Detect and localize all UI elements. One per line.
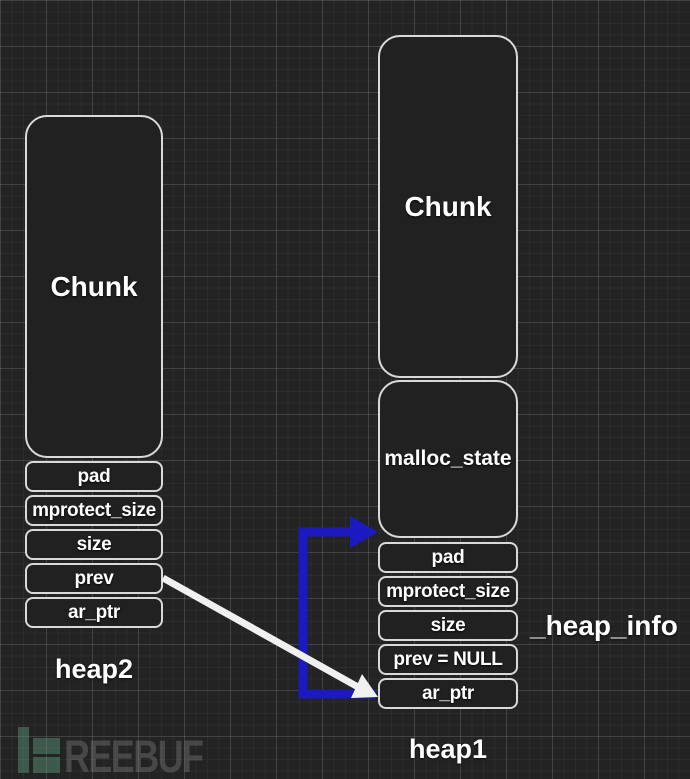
heap2-row-size-label: size bbox=[76, 533, 112, 555]
heap2-row-mprotect-size: mprotect_size bbox=[25, 495, 163, 526]
freebuf-watermark-text: REEBUF bbox=[64, 731, 204, 779]
heap1-chunk-label: Chunk bbox=[404, 190, 492, 222]
prev-to-arptr-arrow-head bbox=[351, 674, 378, 698]
freebuf-logo-block-top-icon bbox=[33, 738, 60, 754]
heap1-row-ar-ptr-label: ar_ptr bbox=[421, 682, 475, 704]
heap1-row-size-label: size bbox=[430, 614, 466, 636]
heap2-row-mprotect-size-label: mprotect_size bbox=[32, 499, 156, 521]
freebuf-logo-block-bottom-icon bbox=[33, 757, 60, 773]
heap1-row-mprotect-size-label: mprotect_size bbox=[386, 580, 510, 602]
heap2-row-ar-ptr: ar_ptr bbox=[25, 597, 163, 628]
heap2-row-size: size bbox=[25, 529, 163, 560]
heap2-chunk-label: Chunk bbox=[50, 270, 138, 302]
freebuf-logo-bar-icon bbox=[18, 727, 29, 773]
heap2-caption: heap2 bbox=[54, 654, 134, 684]
heap2-row-pad-label: pad bbox=[77, 465, 111, 487]
arptr-to-mallocstate-arrow-head bbox=[350, 516, 378, 548]
heap1-malloc-state-label: malloc_state bbox=[384, 447, 512, 470]
heap1-row-size: size bbox=[378, 610, 518, 641]
heap1-caption: heap1 bbox=[408, 734, 488, 764]
heap1-malloc-state-box: malloc_state bbox=[378, 380, 518, 538]
heap2-row-prev: prev bbox=[25, 563, 163, 594]
heap2-row-prev-label: prev bbox=[74, 567, 114, 589]
heap1-chunk-box: Chunk bbox=[378, 35, 518, 378]
heap2-chunk-box: Chunk bbox=[25, 115, 163, 458]
heap1-row-pad: pad bbox=[378, 542, 518, 573]
prev-to-arptr-arrow-line bbox=[161, 574, 360, 691]
arptr-to-mallocstate-arrow-line bbox=[298, 527, 376, 699]
heap1-row-pad-label: pad bbox=[431, 546, 465, 568]
heap1-row-ar-ptr: ar_ptr bbox=[378, 678, 518, 709]
heap1-row-prev-null-label: prev = NULL bbox=[393, 648, 503, 670]
heap2-row-ar-ptr-label: ar_ptr bbox=[67, 601, 121, 623]
heap-info-label: _heap_info bbox=[530, 610, 678, 641]
heap1-row-mprotect-size: mprotect_size bbox=[378, 576, 518, 607]
heap1-row-prev-null: prev = NULL bbox=[378, 644, 518, 675]
heap2-row-pad: pad bbox=[25, 461, 163, 492]
